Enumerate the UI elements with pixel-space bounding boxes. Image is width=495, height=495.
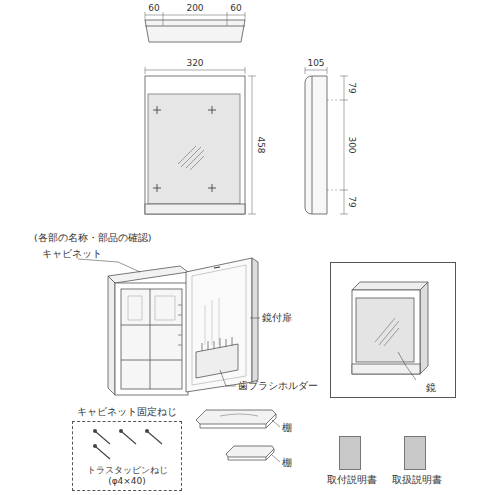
dimension-label: 300 (347, 135, 357, 154)
part-name: トラスタッピンねじ (φ4×40) (73, 465, 181, 487)
dimension-label: 79 (347, 81, 357, 94)
part-name: 鏡付扉 (262, 313, 292, 324)
inset-frame: 鏡 (330, 262, 456, 398)
dimension-label: 105 (307, 58, 324, 68)
part-name: 取扱説明書 (387, 474, 446, 485)
document-sheet (339, 436, 361, 470)
dimension-label: 79 (347, 195, 357, 208)
document-icon: 取付説明書 (322, 436, 381, 490)
dimension-label: 60 (230, 3, 241, 13)
section-heading: (各部の名称・部品の確認) (34, 233, 151, 244)
document-sheet (404, 436, 426, 470)
part-name: キャビネット (42, 249, 102, 260)
dimension-label: 320 (186, 58, 203, 68)
parts-box: キャビネット固定ねじトラスタッピンねじ (φ4×40) (72, 421, 182, 491)
part-name: 棚 (282, 458, 292, 469)
dimension-label: 200 (186, 3, 203, 13)
box-heading: キャビネット固定ねじ (77, 406, 177, 417)
part-name: 歯ブラシホルダー (238, 381, 318, 392)
part-name: 取付説明書 (322, 474, 381, 485)
dimension-label: 458 (256, 135, 266, 154)
part-name: 棚 (282, 423, 292, 434)
document-icon: 取扱説明書 (387, 436, 446, 490)
dimension-label: 60 (148, 3, 159, 13)
part-name: 鏡 (425, 382, 437, 394)
